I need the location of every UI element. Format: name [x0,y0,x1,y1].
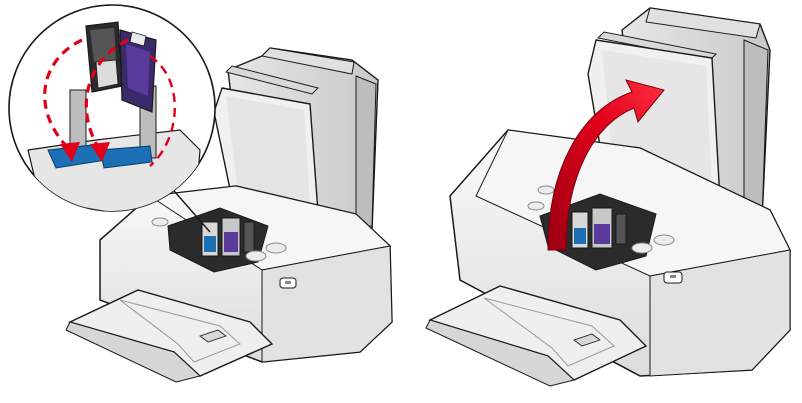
cartridge-inset [9,5,215,216]
black-cartridge [86,22,122,92]
panel-close-access-cover [426,8,790,386]
panel-close-cartridge-lids [9,5,392,382]
